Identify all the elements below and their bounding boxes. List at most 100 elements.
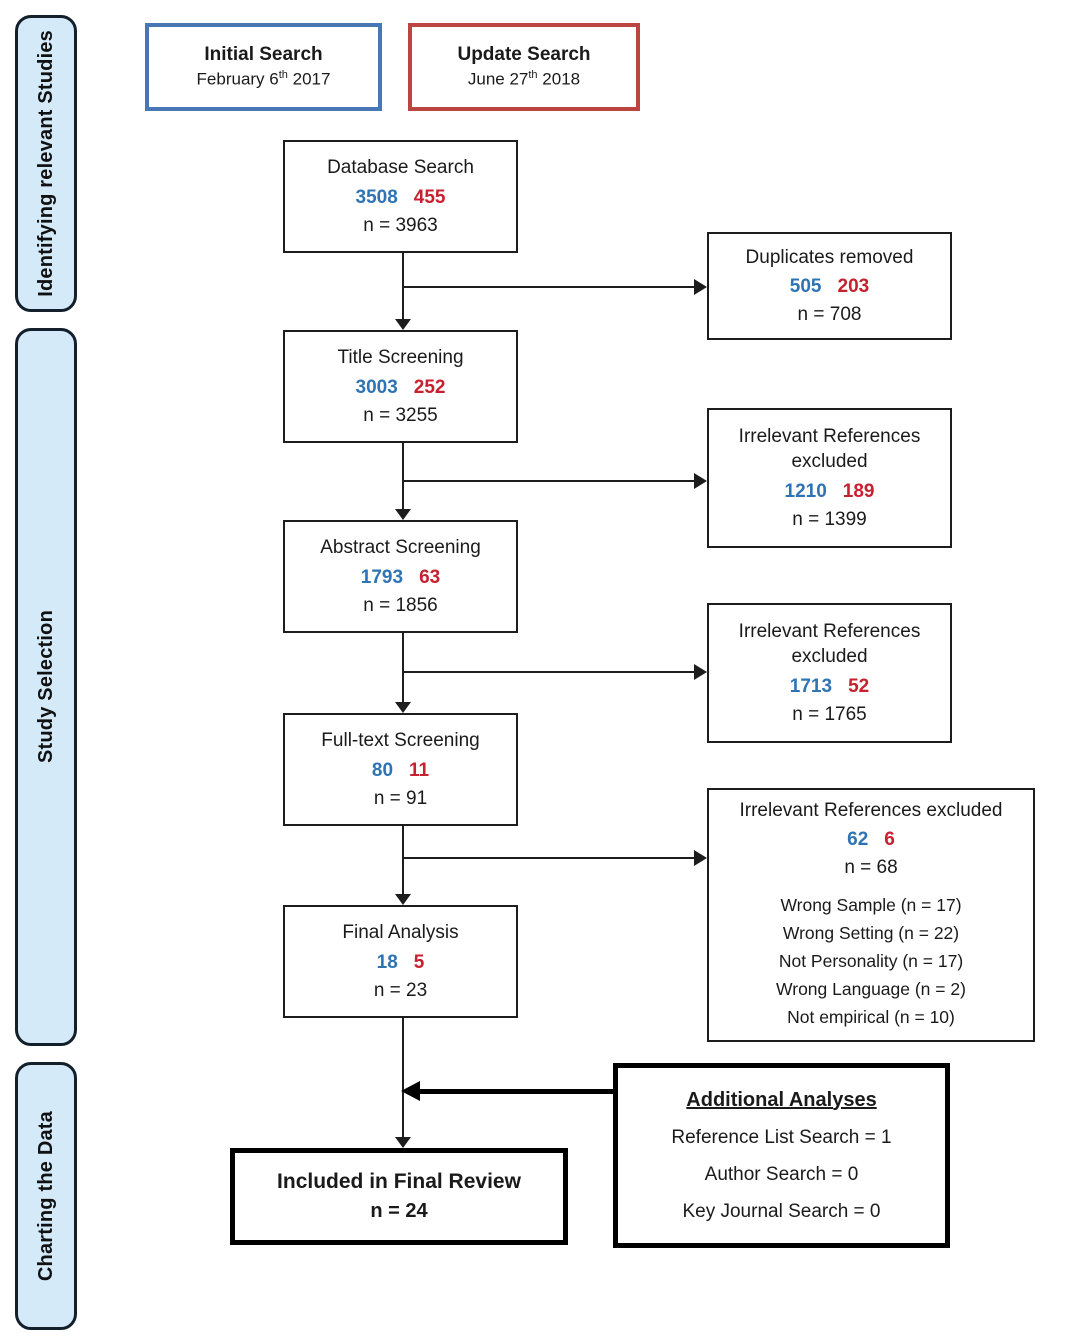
initial-count: 1793 bbox=[360, 566, 404, 588]
arrowhead-down-1 bbox=[395, 319, 411, 330]
update-count: 63 bbox=[419, 566, 441, 588]
legend-update-title: Update Search bbox=[457, 44, 591, 66]
arrowhead-down-3 bbox=[395, 702, 411, 713]
node-included-total: n = 24 bbox=[370, 1200, 428, 1222]
arrowhead-right-duplicates bbox=[694, 279, 707, 295]
legend-update-date-day: June 27 bbox=[467, 69, 529, 89]
arrowhead-left-additional-analyses bbox=[401, 1081, 420, 1101]
connector-branch-fulltext-excluded bbox=[403, 857, 695, 859]
legend-update-date: June 27th 2018 bbox=[468, 69, 580, 90]
node-excluded-title-screening-total: n = 1399 bbox=[792, 508, 867, 530]
node-excluded-abstract-screening: Irrelevant References excluded 1713 52 n … bbox=[707, 603, 952, 743]
exclusion-reason: Not empirical (n = 10) bbox=[787, 1007, 955, 1028]
stage-charting: Charting the Data bbox=[15, 1062, 77, 1330]
initial-count: 505 bbox=[789, 276, 822, 298]
stage-selection-label: Study Selection bbox=[34, 610, 57, 764]
initial-count: 1210 bbox=[784, 480, 827, 502]
node-title-screening-total: n = 3255 bbox=[363, 404, 438, 426]
exclusion-reason: Wrong Language (n = 2) bbox=[776, 979, 966, 1000]
node-excluded-fulltext-screening: Irrelevant References excluded 62 6 n = 6… bbox=[707, 788, 1035, 1042]
legend-initial-search: Initial Search February 6th 2017 bbox=[145, 23, 382, 111]
stage-selection: Study Selection bbox=[15, 328, 77, 1046]
stage-identifying: Identifying relevant Studies bbox=[15, 15, 77, 312]
legend-initial-date-day: February 6 bbox=[196, 69, 279, 89]
connector-branch-abstract-excluded bbox=[403, 671, 695, 673]
update-count: 455 bbox=[413, 186, 446, 208]
node-duplicates-title: Duplicates removed bbox=[745, 246, 914, 268]
node-abstract-screening-title: Abstract Screening bbox=[320, 537, 481, 559]
node-additional-analyses: Additional Analyses Reference List Searc… bbox=[613, 1063, 950, 1248]
connector-down-4 bbox=[402, 826, 404, 895]
exclusion-reason: Wrong Setting (n = 22) bbox=[782, 923, 960, 944]
arrowhead-right-fulltext-excluded bbox=[694, 850, 707, 866]
node-excluded-title-screening: Irrelevant References excluded 1210 189 n… bbox=[707, 408, 952, 548]
legend-initial-date: February 6th 2017 bbox=[197, 69, 331, 90]
node-excluded-abstract-screening-counts: 1713 52 bbox=[790, 676, 869, 698]
arrowhead-down-2 bbox=[395, 509, 411, 520]
node-final-analysis-total: n = 23 bbox=[373, 979, 428, 1001]
node-fulltext-screening-total: n = 91 bbox=[373, 787, 428, 809]
node-excluded-abstract-screening-title: Irrelevant References excluded bbox=[738, 621, 921, 667]
update-count: 5 bbox=[413, 951, 425, 973]
initial-count: 18 bbox=[376, 951, 398, 973]
node-fulltext-screening-counts: 80 11 bbox=[372, 760, 429, 782]
stage-charting-label: Charting the Data bbox=[34, 1110, 57, 1282]
node-excluded-fulltext-counts: 62 6 bbox=[847, 829, 895, 851]
connector-branch-duplicates bbox=[403, 286, 695, 288]
node-title-screening-title: Title Screening bbox=[337, 347, 464, 369]
arrowhead-right-abstract-excluded bbox=[694, 664, 707, 680]
initial-count: 80 bbox=[371, 759, 394, 781]
connector-down-2 bbox=[402, 443, 404, 510]
node-duplicates-removed: Duplicates removed 505 203 n = 708 bbox=[707, 232, 952, 340]
exclusion-reason-list: Wrong Sample (n = 17) Wrong Setting (n =… bbox=[776, 891, 966, 1031]
node-final-analysis-title: Final Analysis bbox=[342, 922, 459, 944]
legend-update-search: Update Search June 27th 2018 bbox=[408, 23, 640, 111]
update-count: 252 bbox=[413, 376, 446, 398]
arrowhead-right-title-excluded bbox=[694, 473, 707, 489]
update-count: 203 bbox=[837, 276, 870, 298]
legend-update-date-ordinal: th bbox=[528, 69, 538, 82]
node-abstract-screening: Abstract Screening 1793 63 n = 1856 bbox=[283, 520, 518, 633]
node-database-search-counts: 3508 455 bbox=[356, 187, 446, 209]
legend-update-date-year: 2018 bbox=[537, 69, 581, 89]
initial-count: 1713 bbox=[789, 675, 833, 697]
connector-additional-analyses bbox=[420, 1089, 613, 1094]
initial-count: 62 bbox=[847, 829, 869, 851]
stage-identifying-label: Identifying relevant Studies bbox=[34, 30, 57, 297]
exclusion-reason: Wrong Sample (n = 17) bbox=[780, 895, 962, 916]
node-excluded-fulltext-total: n = 68 bbox=[844, 857, 898, 879]
additional-analysis-item: Author Search = 0 bbox=[704, 1163, 859, 1185]
node-excluded-abstract-screening-total: n = 1765 bbox=[792, 703, 867, 725]
node-included-title: Included in Final Review bbox=[277, 1170, 521, 1193]
additional-analysis-item: Key Journal Search = 0 bbox=[682, 1200, 881, 1222]
node-database-search-title: Database Search bbox=[327, 157, 474, 179]
node-database-search-total: n = 3963 bbox=[363, 214, 438, 236]
node-additional-title: Additional Analyses bbox=[686, 1088, 877, 1111]
update-count: 6 bbox=[884, 829, 895, 851]
initial-count: 3508 bbox=[355, 186, 398, 208]
legend-initial-date-year: 2017 bbox=[287, 69, 331, 89]
connector-branch-title-excluded bbox=[403, 480, 695, 482]
arrowhead-down-5 bbox=[395, 1137, 411, 1148]
update-count: 11 bbox=[409, 759, 430, 781]
node-database-search: Database Search 3508 455 n = 3963 bbox=[283, 140, 518, 253]
node-duplicates-total: n = 708 bbox=[797, 304, 862, 326]
node-abstract-screening-total: n = 1856 bbox=[363, 594, 438, 616]
exclusion-reason: Not Personality (n = 17) bbox=[778, 951, 964, 972]
node-included-final-review: Included in Final Review n = 24 bbox=[230, 1148, 568, 1245]
update-count: 52 bbox=[848, 675, 870, 697]
node-excluded-title-screening-counts: 1210 189 bbox=[785, 481, 875, 503]
node-final-analysis: Final Analysis 18 5 n = 23 bbox=[283, 905, 518, 1018]
node-duplicates-counts: 505 203 bbox=[790, 276, 869, 298]
node-excluded-title-screening-title: Irrelevant References excluded bbox=[738, 426, 921, 472]
node-excluded-fulltext-title: Irrelevant References excluded bbox=[739, 799, 1003, 821]
node-final-analysis-counts: 18 5 bbox=[377, 952, 425, 974]
connector-down-3 bbox=[402, 633, 404, 703]
node-abstract-screening-counts: 1793 63 bbox=[361, 567, 440, 589]
legend-initial-title: Initial Search bbox=[204, 44, 323, 66]
update-count: 189 bbox=[842, 480, 875, 502]
